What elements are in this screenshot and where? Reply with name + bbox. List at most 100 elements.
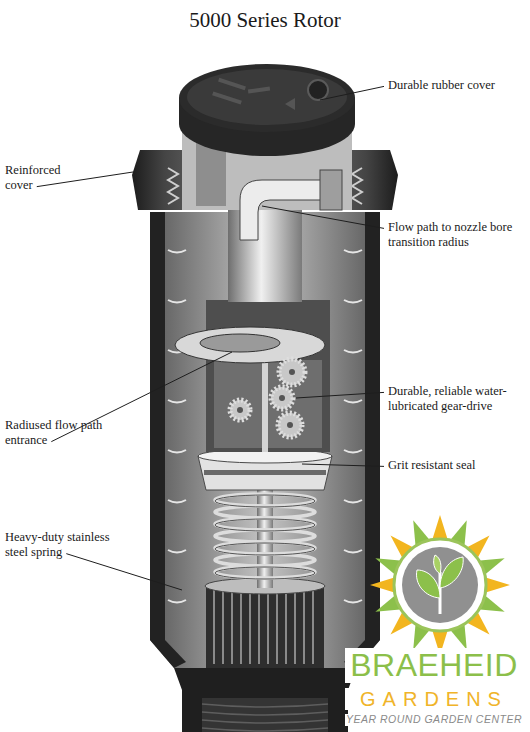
filter-slat xyxy=(285,590,287,664)
cover-mark xyxy=(248,86,270,93)
housing-wall xyxy=(150,640,186,668)
gear xyxy=(279,359,305,385)
gear xyxy=(278,413,302,437)
sprout-leaf xyxy=(434,555,441,574)
spring-coil xyxy=(215,542,315,554)
filter-slat xyxy=(249,590,251,664)
spring-coil xyxy=(215,495,315,507)
housing-rib xyxy=(168,400,186,403)
gear xyxy=(271,387,293,409)
gear-shaft xyxy=(262,360,268,452)
filter-slat xyxy=(240,590,242,664)
filter-slat xyxy=(231,590,233,664)
inlet-thread xyxy=(202,720,328,723)
sun-ray xyxy=(370,578,394,593)
cover-thread xyxy=(168,168,178,204)
leader-line xyxy=(66,554,182,590)
spring-coil xyxy=(215,518,315,530)
housing-wall xyxy=(150,212,165,640)
sprout-leaf xyxy=(440,557,463,588)
flow-entrance-port xyxy=(200,334,280,352)
housing-rib xyxy=(168,300,186,303)
cover-mark xyxy=(212,91,242,104)
diagram-title: 5000 Series Rotor xyxy=(0,8,530,33)
housing-wall xyxy=(365,212,380,640)
filter-slat xyxy=(213,590,215,664)
housing-rib xyxy=(168,500,186,503)
logo-disc xyxy=(402,547,478,623)
rotor-illustration xyxy=(132,64,398,732)
filter-slat xyxy=(214,590,313,664)
housing-rib xyxy=(168,550,186,553)
inlet-bore xyxy=(202,698,328,732)
part-label: Radiused flow path entrance xyxy=(5,418,119,449)
gear-hub xyxy=(287,422,293,428)
filter-slat xyxy=(267,590,269,664)
housing-rib xyxy=(168,250,362,603)
sun-rays xyxy=(370,515,510,655)
housing-rib xyxy=(344,250,362,253)
housing-rib xyxy=(344,500,362,503)
part-label: Grit resistant seal xyxy=(388,458,524,473)
housing-rib xyxy=(168,250,186,253)
adjust-socket xyxy=(308,80,328,100)
logo-wordmark: GARDENS xyxy=(345,688,523,710)
inlet-thread xyxy=(202,712,328,715)
logo-ring xyxy=(394,539,486,631)
housing-rib xyxy=(344,400,362,403)
leader-line xyxy=(320,86,384,100)
spring-coil xyxy=(215,506,315,518)
spring-coil xyxy=(215,566,315,578)
gear-housing xyxy=(206,300,330,452)
housing-rib xyxy=(344,550,362,553)
gear-hub xyxy=(237,369,295,428)
inlet-thread xyxy=(202,704,328,731)
leader-line xyxy=(262,206,384,228)
spring-coil xyxy=(215,519,315,531)
leader-lines xyxy=(37,86,384,590)
part-label: Durable rubber cover xyxy=(388,78,524,93)
spring-coil xyxy=(215,567,315,579)
part-label: Flow path to nozzle bore transition radi… xyxy=(388,220,524,251)
part-label: Durable, reliable water-lubricated gear-… xyxy=(388,384,518,415)
inlet-thread xyxy=(202,728,328,731)
filter-slat xyxy=(276,590,278,664)
filter-slat xyxy=(312,590,314,664)
leader-line xyxy=(302,464,384,466)
inlet-thread xyxy=(202,704,328,707)
housing-rib xyxy=(168,450,186,453)
cover-mark xyxy=(285,98,295,110)
logo-tagline: YEAR ROUND GARDEN CENTER xyxy=(345,714,523,726)
filter-slat xyxy=(294,590,296,664)
spring-coil xyxy=(215,543,315,555)
inlet xyxy=(174,668,356,732)
housing-rib xyxy=(344,350,362,353)
flow-entrance xyxy=(175,327,325,363)
housing-rib xyxy=(344,300,362,303)
cover-mark xyxy=(212,78,295,110)
rubber-cover-face xyxy=(187,69,347,125)
logo-wordmark: BRAEHEID xyxy=(345,648,523,683)
filter-slat xyxy=(222,590,224,664)
cover-mark xyxy=(218,78,246,90)
gear xyxy=(230,359,305,437)
nozzle-outlet xyxy=(320,170,342,210)
sprout-leaf xyxy=(417,570,440,598)
housing-rib xyxy=(344,600,362,603)
spring-coil xyxy=(215,494,315,579)
gear xyxy=(230,400,250,420)
spring-coil xyxy=(215,530,315,542)
part-label: Reinforced cover xyxy=(5,163,77,194)
filter-slat xyxy=(258,590,260,664)
part-label: Heavy-duty stainless steel spring xyxy=(5,530,125,561)
grit-seal-band xyxy=(204,470,326,475)
spring-coil xyxy=(215,494,315,506)
housing-rib xyxy=(168,600,186,603)
filter-basket xyxy=(206,585,324,668)
logo-mark xyxy=(370,515,510,655)
housing-rib xyxy=(344,450,362,453)
spring-coil xyxy=(215,554,315,566)
